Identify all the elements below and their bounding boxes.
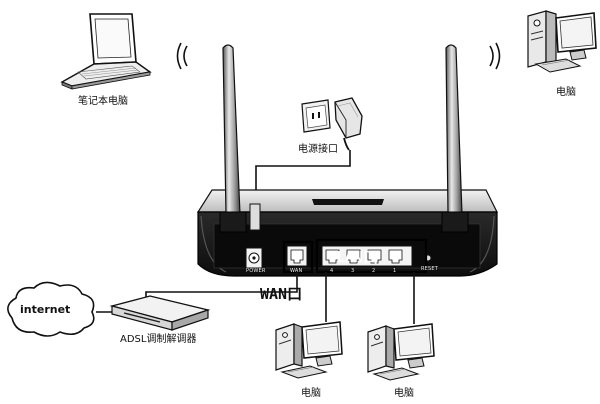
router-reset-text: RESET — [421, 266, 439, 272]
adsl-modem-icon — [109, 295, 211, 331]
pc-top-right-label: 电脑 — [556, 87, 576, 98]
wan-port — [286, 245, 308, 267]
wan-cable — [145, 272, 298, 300]
desktop-computer-icon — [527, 10, 597, 73]
desktop-computer-icon — [367, 323, 435, 381]
wifi-signal-icon — [176, 42, 188, 70]
wall-socket-icon — [301, 99, 331, 133]
wan-port-label: WAN口 — [260, 285, 303, 303]
lan-port-label: LAN口 — [336, 248, 379, 266]
router-icon — [196, 189, 498, 277]
router-power-text: POWER — [246, 268, 266, 274]
laptop-label: 笔记本电脑 — [78, 96, 128, 107]
router-lan-port-1-text: 1 — [393, 268, 397, 274]
pc-bottom-left-label: 电脑 — [301, 388, 321, 399]
wan-highlight-box — [282, 240, 314, 274]
router-wan-text: WAN — [290, 268, 303, 274]
antenna-icon — [441, 44, 469, 233]
desktop-computer-icon — [275, 321, 343, 379]
power-adapter-icon — [334, 97, 363, 151]
power-port-label: 电源接口 — [298, 144, 338, 155]
router-lan-port-4-text: 4 — [330, 268, 334, 274]
power-jack — [245, 203, 263, 269]
lan-port-group — [321, 245, 413, 267]
router-lan-port-2-text: 2 — [372, 268, 376, 274]
lan-highlight-box — [315, 238, 428, 274]
router-lan-port-3-text: 3 — [351, 268, 355, 274]
internet-label: internet — [20, 303, 71, 316]
cloud-icon — [7, 281, 95, 337]
laptop-icon — [60, 13, 152, 90]
pc-bottom-right-label: 电脑 — [394, 388, 414, 399]
wifi-signal-icon — [489, 42, 501, 70]
adsl-modem-label: ADSL调制解调器 — [120, 334, 197, 345]
antenna-icon — [219, 44, 247, 233]
power-cable — [255, 150, 351, 206]
